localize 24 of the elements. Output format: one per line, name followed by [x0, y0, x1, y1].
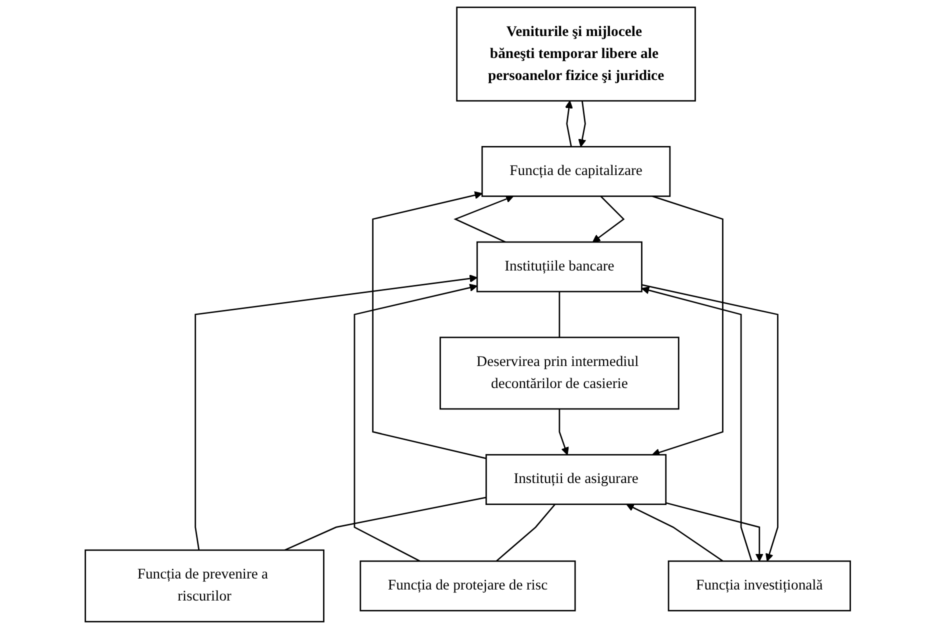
arrow: [194, 274, 478, 550]
arrow: [592, 196, 624, 242]
node-box: Funcția investițională: [668, 560, 851, 612]
arrow: [372, 191, 486, 460]
arrow: [665, 502, 764, 562]
arrow: [353, 284, 478, 562]
node-box: Instituții de asigurare: [485, 454, 666, 505]
node-box: Deservirea prin intermediul decontărilor de casierie: [439, 336, 680, 410]
node-box: Funcția de protejare de risc: [359, 560, 576, 612]
arrow: [641, 286, 752, 562]
arrow: [652, 196, 724, 456]
node-box: Funcția de prevenire a riscurilor: [84, 549, 324, 622]
arrow: [453, 195, 514, 243]
arrow: [558, 408, 569, 456]
arrow: [641, 284, 778, 562]
node-box: Veniturile şi mijlocele băneşti temporar libere ale persoanelor fizice şi juridice: [456, 6, 696, 102]
connector: [284, 496, 486, 551]
arrow: [564, 100, 573, 147]
node-box: Instituțiile bancare: [476, 241, 642, 292]
arrow: [578, 100, 586, 148]
node-box: Funcția de capitalizare: [481, 146, 670, 197]
connector: [558, 292, 560, 338]
arrow: [626, 504, 724, 562]
connector: [496, 504, 556, 562]
